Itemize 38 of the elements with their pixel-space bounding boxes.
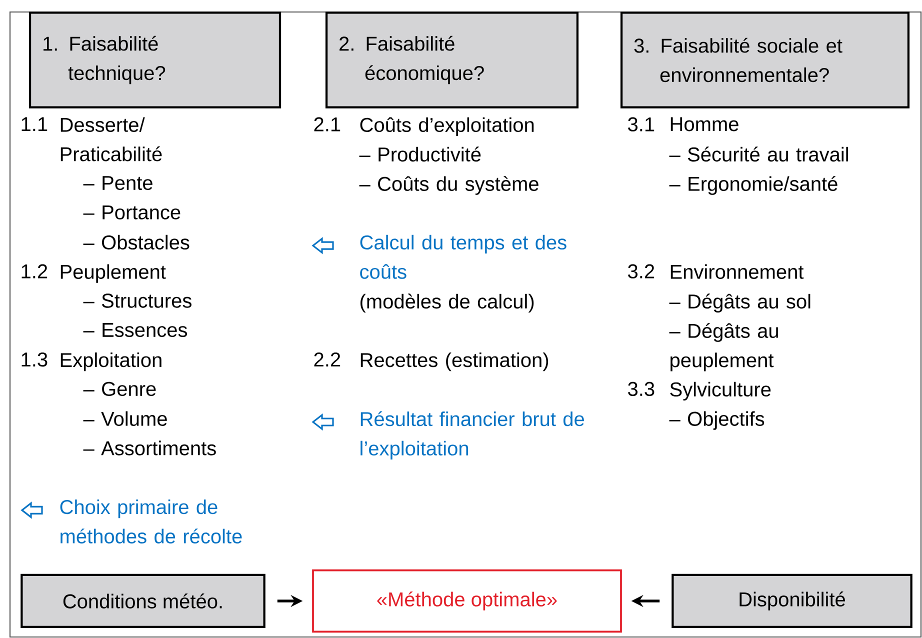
- list-item: – Dégâts au peuplement: [669, 323, 778, 372]
- factor-box: Disponibilité: [672, 574, 912, 628]
- list-item: – Volume: [83, 411, 167, 426]
- result-text: Résultat financier brut de l’exploitation: [360, 411, 584, 460]
- list-item: Recettes (estimation): [360, 352, 548, 372]
- section-number: 2.2: [314, 352, 340, 366]
- list-item: – Pente: [83, 176, 152, 190]
- question-box: 1. Faisabilité technique?: [28, 12, 282, 108]
- section-number: 3.3: [628, 382, 654, 396]
- section-number: 3.2: [628, 264, 654, 278]
- section-number: 3.1: [628, 117, 654, 132]
- list-item: Peuplement: [60, 264, 166, 283]
- result-text: Choix primaire de méthodes de récolte: [60, 499, 242, 544]
- section-number: 1.2: [22, 264, 48, 278]
- section-number: 2.1: [314, 117, 340, 132]
- list-item: – Assortiments: [83, 440, 216, 456]
- list-item: – Obstacles: [83, 234, 190, 250]
- list-item: Sylviculture: [670, 382, 771, 400]
- section-number: 1.1: [22, 117, 48, 132]
- list-item: – Objectifs: [669, 411, 764, 430]
- list-item: – Ergonomie/santé: [669, 176, 838, 195]
- list-item: – Productivité: [359, 146, 481, 162]
- list-item: – Portance: [83, 205, 180, 220]
- list-item: – Coûts du système: [359, 176, 538, 195]
- list-item: – Essences: [83, 323, 188, 337]
- list-item: Exploitation: [60, 352, 162, 372]
- list-item: – Genre: [83, 382, 156, 396]
- list-item: – Structures: [83, 294, 192, 308]
- list-item: (modèles de calcul): [360, 294, 534, 313]
- question-box: 2. Faisabilité économique?: [325, 12, 579, 108]
- list-item: Environnement: [670, 264, 804, 279]
- factor-box: Conditions météo.: [20, 574, 266, 628]
- result-box: «Méthode optimale»: [312, 569, 622, 633]
- section-number: 1.3: [22, 352, 48, 367]
- result-text: Calcul du temps et des coûts: [360, 234, 566, 279]
- list-item: – Sécurité au travail: [669, 146, 848, 162]
- list-item: – Dégâts au sol: [669, 294, 810, 313]
- question-box: 3. Faisabilité sociale et environnementale?: [620, 12, 910, 108]
